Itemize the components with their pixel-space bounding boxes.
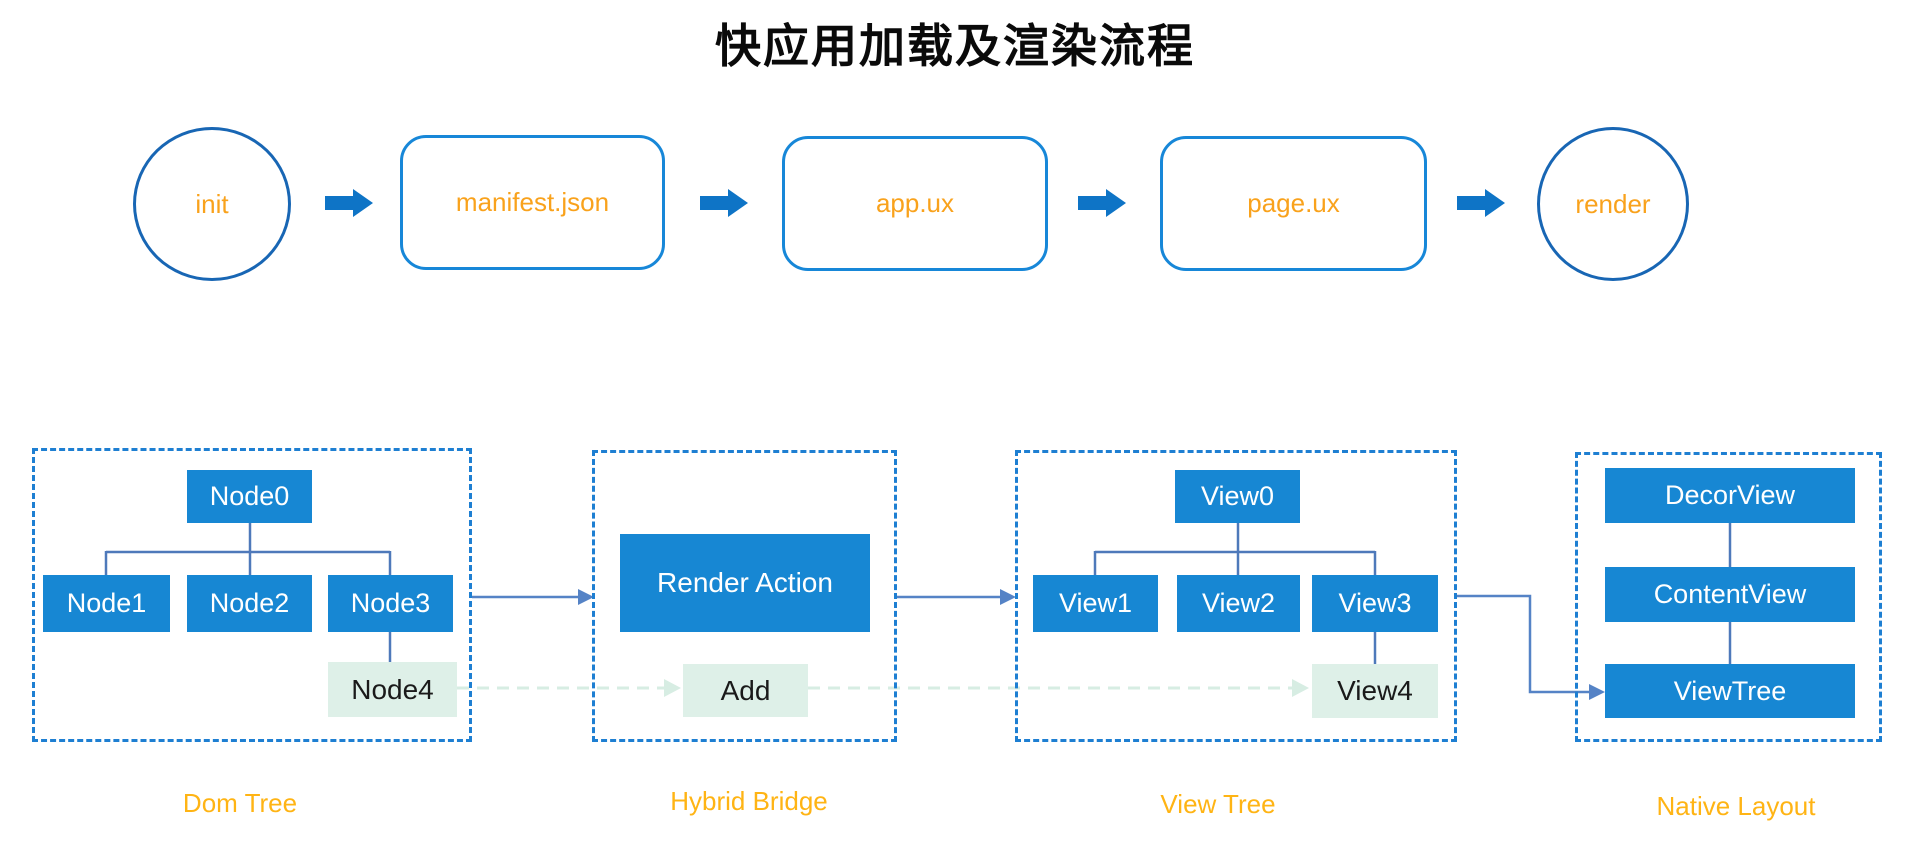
native-layer-decorview: DecorView xyxy=(1605,468,1855,523)
flow-step-label: app.ux xyxy=(875,188,955,218)
dom-node-pending: Node4 xyxy=(328,662,457,717)
view-node-pending: View4 xyxy=(1312,664,1438,718)
flow-step-init: init xyxy=(133,127,291,281)
hybrid-bridge-label: Hybrid Bridge xyxy=(670,786,828,816)
render-action-node: Render Action xyxy=(620,534,870,632)
flow-step-label: page.ux xyxy=(1247,188,1340,218)
hybrid-bridge-section xyxy=(592,450,897,742)
native-layout-label: Native Layout xyxy=(1656,791,1816,821)
flow-arrow-icon xyxy=(325,189,373,217)
view-node-child: View1 xyxy=(1033,575,1158,632)
native-layer-contentview: ContentView xyxy=(1605,567,1855,622)
flow-arrow-icon xyxy=(700,189,748,217)
diagram-title: 快应用加载及渲染流程 xyxy=(715,19,1195,73)
dom-tree-label: Dom Tree xyxy=(182,788,298,818)
dom-to-bridge-arrow xyxy=(472,589,594,605)
dom-node-root: Node0 xyxy=(187,470,312,523)
add-action-node: Add xyxy=(683,664,808,717)
dom-node-child: Node1 xyxy=(43,575,170,632)
flow-step-app-ux: app.ux xyxy=(782,136,1048,271)
flow-arrow-icon xyxy=(1457,189,1505,217)
view-tree-label: View Tree xyxy=(1160,789,1276,819)
view-tree-section xyxy=(1015,450,1457,742)
dom-tree-section xyxy=(32,448,472,742)
native-layout-section xyxy=(1575,452,1882,742)
flow-step-label: init xyxy=(195,188,229,219)
flow-step-label: manifest.json xyxy=(455,187,610,217)
flow-step-render: render xyxy=(1537,127,1689,281)
flow-step-page-ux: page.ux xyxy=(1160,136,1427,271)
view-node-child: View3 xyxy=(1312,575,1438,632)
view-node-child: View2 xyxy=(1177,575,1300,632)
flow-step-manifest-json: manifest.json xyxy=(400,135,665,270)
flow-arrow-icon xyxy=(1078,189,1126,217)
native-layer-viewtree: ViewTree xyxy=(1605,664,1855,718)
dom-node-child: Node3 xyxy=(328,575,453,632)
view-node-root: View0 xyxy=(1175,470,1300,523)
flow-step-label: render xyxy=(1575,188,1651,219)
bridge-to-viewtree-arrow xyxy=(897,589,1016,605)
dom-node-child: Node2 xyxy=(187,575,312,632)
